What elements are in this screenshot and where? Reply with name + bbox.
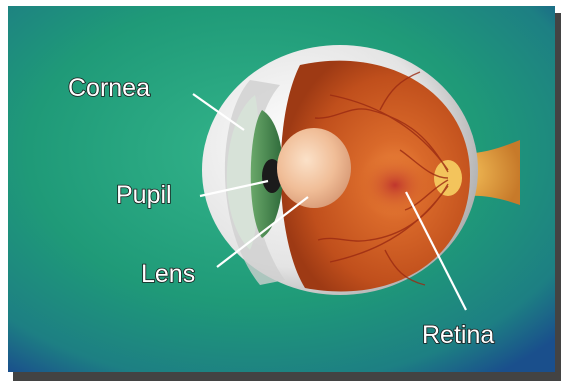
macula [359, 155, 431, 215]
lens [277, 128, 351, 208]
lens-label: Lens [141, 260, 195, 288]
pupil-label: Pupil [116, 181, 172, 209]
cornea-label: Cornea [68, 74, 150, 102]
retina-label: Retina [422, 321, 494, 349]
